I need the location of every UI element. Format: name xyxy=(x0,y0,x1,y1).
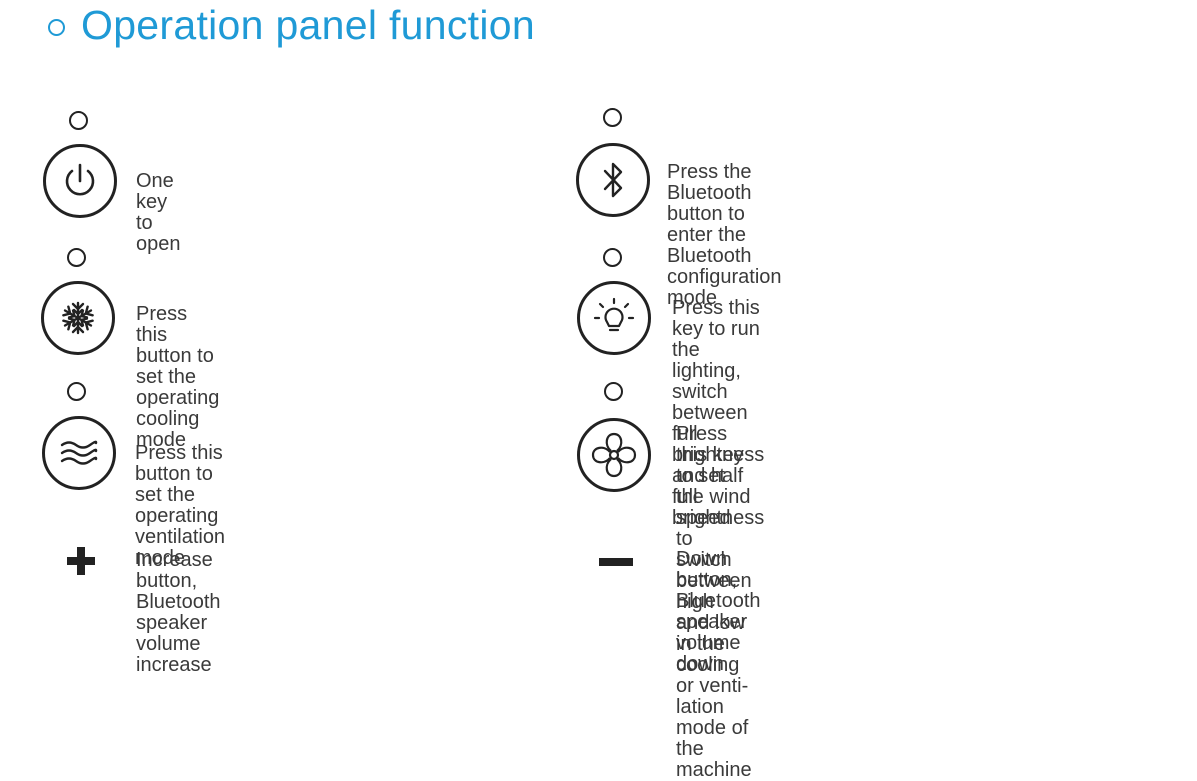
wind-waves-icon[interactable] xyxy=(42,416,116,490)
page-title: Operation panel function xyxy=(81,2,535,48)
function-description: Press this button to set the operating c… xyxy=(136,303,220,451)
page-header: Operation panel function xyxy=(48,2,535,49)
indicator-led-icon xyxy=(603,248,622,267)
indicator-led-icon xyxy=(69,111,88,130)
indicator-led-icon xyxy=(67,248,86,267)
light-bulb-icon[interactable] xyxy=(577,281,651,355)
minus-icon[interactable] xyxy=(598,552,634,572)
power-icon[interactable] xyxy=(43,144,117,218)
function-description: Press this button to set the operating v… xyxy=(135,442,226,569)
function-description: Increase button, Bluetooth speaker volum… xyxy=(136,549,221,676)
plus-icon[interactable] xyxy=(64,544,98,578)
indicator-led-icon xyxy=(604,382,623,401)
function-description: Press this key to run the lighting, swit… xyxy=(672,297,765,529)
function-description: Down button, Bluetooth speaker volume do… xyxy=(676,548,761,675)
indicator-led-icon xyxy=(603,108,622,127)
function-description: One key to open xyxy=(136,170,181,255)
function-description: Press the Bluetooth button to enter the … xyxy=(667,161,782,309)
bluetooth-icon[interactable] xyxy=(576,143,650,217)
title-bullet-icon xyxy=(48,19,65,36)
fan-icon[interactable] xyxy=(577,418,651,492)
snowflake-icon[interactable] xyxy=(41,281,115,355)
indicator-led-icon xyxy=(67,382,86,401)
